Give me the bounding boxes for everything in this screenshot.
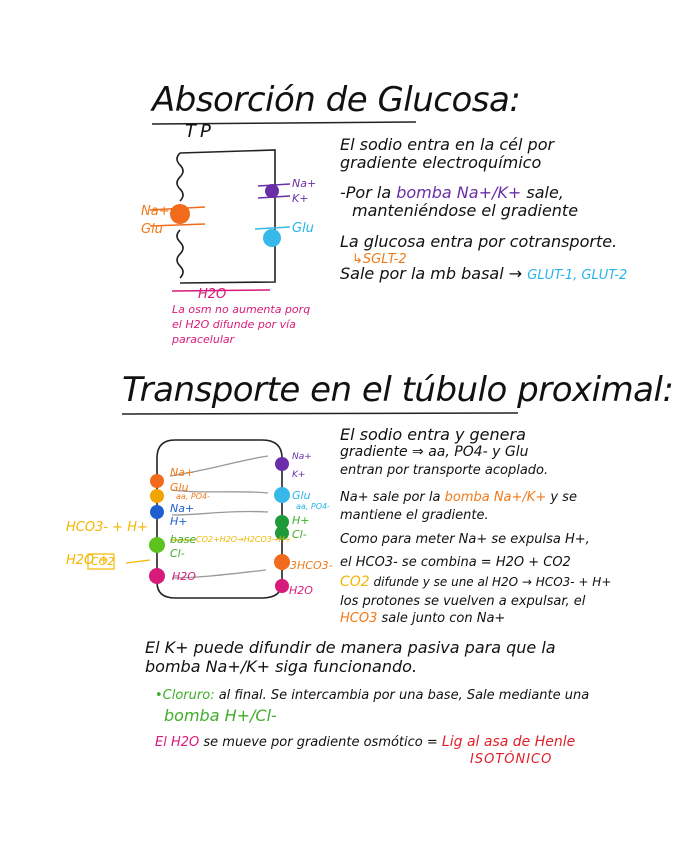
t-na2-left: Na+: [170, 502, 195, 515]
s1-text-3: -Por la bomba Na+/K+ sale,: [340, 183, 564, 202]
osm-note-3: paracelular: [172, 333, 235, 346]
na-label-right: Na+: [292, 177, 317, 190]
glu-label-right: Glu: [292, 221, 314, 236]
glut-highlight: GLUT-1, GLUT-2: [527, 268, 628, 283]
bomba-highlight-2: bomba Na+/K+: [444, 490, 547, 505]
s2-text-9: los protones se vuelven a expulsar, el: [340, 594, 586, 609]
title-underline-1: [151, 121, 417, 125]
t-h-left: H+: [170, 515, 188, 528]
s1-text-1: El sodio entra en la cél por: [340, 135, 555, 154]
bottom-text-4: bomba H+/Cl-: [164, 706, 277, 725]
t-k-right: K+: [292, 470, 306, 480]
t-h2o-co2: H2O +: [66, 553, 110, 568]
t-h-right: H+: [292, 514, 310, 527]
t-cl-right: Cl-: [292, 528, 307, 541]
bomba-highlight: bomba Na+/K+: [396, 183, 522, 202]
cell-label: TP: [185, 121, 215, 142]
s2-text-7: el HCO3- se combina = H2O + CO2: [340, 555, 571, 570]
bottom-text-1: El K+ puede difundir de manera pasiva pa…: [145, 638, 556, 657]
bottom-text-2: bomba Na+/K+ siga funcionando.: [145, 657, 418, 676]
section1-title: Absorción de Glucosa:: [152, 80, 521, 120]
s2-text-5: mantiene el gradiente.: [340, 508, 489, 523]
s2-text-10: HCO3 sale junto con Na+: [340, 611, 506, 626]
t-na-left: Na+: [170, 466, 195, 479]
osm-note-2: el H2O difunde por vía: [172, 318, 296, 331]
s1-text-2: gradiente electroquímico: [340, 153, 542, 172]
s2-text-4: Na+ sale por la bomba Na+/K+ y se: [340, 490, 577, 505]
k-label-right: K+: [292, 192, 309, 205]
tp-transporters: [149, 183, 291, 292]
tp-cell-diagram: [176, 149, 276, 284]
t-base-left: base: [170, 533, 197, 546]
tubule-transporters: [87, 455, 290, 593]
henle-highlight: Lig al asa de Henle: [441, 734, 576, 750]
isotonico-label: ISOTÓNICO: [470, 752, 553, 767]
t-glu-right: Glu: [292, 489, 311, 502]
s2-text-1: El sodio entra y genera: [340, 425, 526, 444]
t-h2o-right: H2O: [289, 584, 313, 597]
h2o-label: H2O: [198, 287, 227, 302]
na-label-left: Na+: [141, 204, 170, 219]
glu-label-left: Glu: [141, 222, 163, 237]
osm-note-1: La osm no aumenta porq: [172, 303, 311, 316]
t-na-right: Na+: [292, 452, 312, 462]
bottom-text-3: •Cloruro: al final. Se intercambia por u…: [155, 688, 590, 703]
t-hco3-h: HCO3- + H+: [66, 520, 148, 535]
s2-text-2: gradiente ⇒ aa, PO4- y Glu: [340, 444, 529, 460]
t-h2o-left: H2O: [172, 570, 196, 583]
s2-text-8: CO2 difunde y se une al H2O → HCO3- + H+: [340, 574, 612, 590]
bottom-text-5: El H2O se mueve por gradiente osmótico =…: [155, 734, 576, 750]
s1-text-5: La glucosa entra por cotransporte.: [340, 232, 618, 251]
t-hco3-right: 3HCO3-: [290, 559, 333, 572]
t-reaction: CO2+H2O→H2CO3→H+: [196, 535, 292, 544]
sglt2-label: ↳SGLT-2: [352, 252, 407, 267]
title-underline-2: [121, 412, 519, 415]
s1-text-4: manteniéndose el gradiente: [352, 201, 579, 220]
t-co2-box: CO2: [91, 555, 115, 568]
s2-text-6: Como para meter Na+ se expulsa H+,: [340, 532, 590, 547]
t-cl-left: Cl-: [170, 547, 185, 560]
t-glu-sub-left: aa, PO4-: [176, 492, 210, 501]
s2-text-3: entran por transporte acoplado.: [340, 463, 549, 478]
section2-title: Transporte en el túbulo proximal:: [122, 370, 674, 410]
t-glu-sub-right: aa, PO4-: [296, 502, 330, 511]
s1-text-7: Sale por la mb basal → GLUT-1, GLUT-2: [340, 264, 628, 283]
t-glu-left: Glu: [170, 481, 189, 494]
